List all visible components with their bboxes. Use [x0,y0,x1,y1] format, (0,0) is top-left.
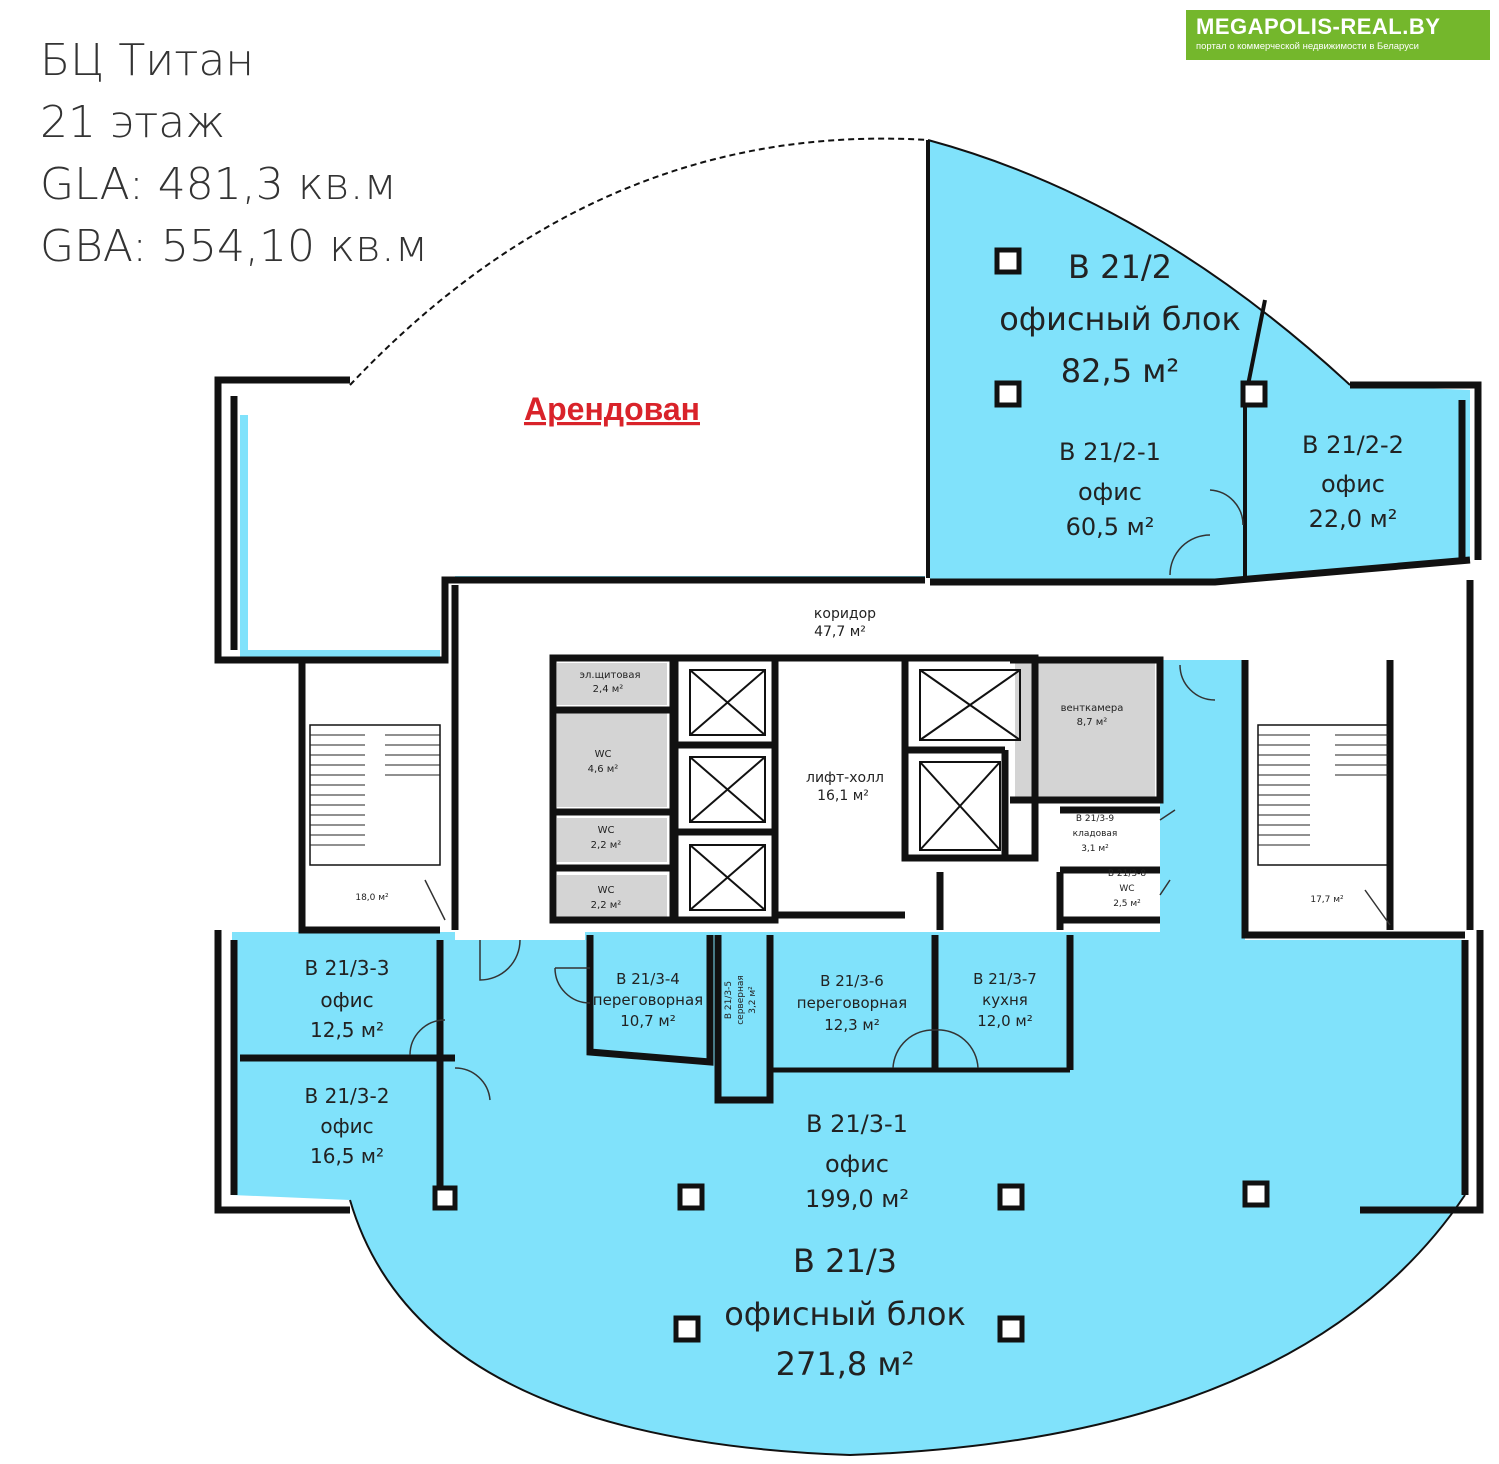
walls [214,137,1484,1457]
lift-hall-area: 16,1 м² [817,788,869,804]
b212-area: 82,5 м² [1061,352,1179,390]
doors [409,489,1391,1101]
elevators [689,669,1021,911]
r2121-area: 60,5 м² [1066,513,1155,541]
gla-area: GLA: 481,3 кв.м [40,159,397,210]
r2134-code: В 21/3-4 [616,970,680,988]
stair-left-area: 18,0 м² [355,893,389,903]
b213-code: В 21/3 [793,1242,897,1280]
wc2-area: 2,2 м² [591,840,622,851]
r2133-type: офис [320,988,373,1012]
r2137-area: 12,0 м² [977,1012,1033,1030]
r2134-type: переговорная [593,991,703,1009]
r2121-type: офис [1078,478,1142,506]
r2139-code: В 21/3-9 [1076,814,1114,824]
corridor-name: коридор [814,606,876,622]
r2139-type: кладовая [1073,829,1118,839]
block-b21-2-fill[interactable] [928,140,1470,580]
floor-info: БЦ Титан 21 этаж GLA: 481,3 кв.м GBA: 55… [40,30,428,278]
megapolis-logo[interactable]: MEGAPOLIS-REAL.BY портал о коммерческой … [1186,10,1490,60]
r2132-code: В 21/3-2 [305,1084,390,1108]
r2132-area: 16,5 м² [310,1144,384,1168]
r2138-area: 2,5 м² [1113,899,1141,909]
block-b21-3-fill[interactable] [232,932,1465,1455]
b213-area: 271,8 м² [776,1345,915,1383]
r2138-code: В 21/3-8 [1108,869,1146,879]
wc1-name: WC [595,749,612,760]
logo-subtitle: портал о коммерческой недвижимости в Бел… [1196,41,1419,52]
r2132-type: офис [320,1114,373,1138]
r2136-area: 12,3 м² [824,1016,880,1034]
ventilation-name: венткамера [1061,703,1124,714]
stair-treads [310,734,1388,846]
b212-code: В 21/2 [1068,248,1172,286]
r2135-area: 3,2 м² [748,986,758,1014]
corridor-area: 47,7 м² [814,624,866,640]
r2135-code: В 21/3-5 [724,981,734,1019]
wc3-name: WC [598,885,615,896]
ventilation-area: 8,7 м² [1077,717,1108,728]
r2122-area: 22,0 м² [1309,505,1398,533]
r2138-type: WC [1119,884,1134,894]
b212-type: офисный блок [999,300,1241,338]
electrical-area: 2,4 м² [593,684,624,695]
lift-hall-name: лифт-холл [806,770,884,786]
r2133-code: В 21/3-3 [305,956,390,980]
r2122-type: офис [1321,470,1385,498]
r2121-code: В 21/2-1 [1059,438,1161,466]
r2133-area: 12,5 м² [310,1018,384,1042]
stair-right-area: 17,7 м² [1310,895,1344,905]
r2137-type: кухня [982,991,1028,1009]
wc2-name: WC [598,825,615,836]
r2137-code: В 21/3-7 [973,970,1037,988]
b213-type: офисный блок [724,1295,966,1333]
building-name: БЦ Титан [40,35,255,86]
wc1-area: 4,6 м² [588,764,619,775]
wc3-area: 2,2 м² [591,900,622,911]
r2139-area: 3,1 м² [1081,844,1109,854]
r2122-code: В 21/2-2 [1302,431,1404,459]
columns [432,247,1270,1343]
r2135-type: серверная [736,975,746,1025]
electrical-name: эл.щитовая [580,670,641,681]
floor-number: 21 этаж [40,97,226,148]
r2134-area: 10,7 м² [620,1012,676,1030]
r2136-type: переговорная [797,994,907,1012]
r2131-type: офис [825,1150,889,1178]
block-b21-3-corridor [1160,660,1245,932]
rented-label: Арендован [524,391,700,427]
r2136-code: В 21/3-6 [820,972,884,990]
gba-area: GBA: 554,10 кв.м [40,221,429,272]
r2131-code: В 21/3-1 [806,1110,908,1138]
logo-title: MEGAPOLIS-REAL.BY [1196,14,1441,39]
r2131-area: 199,0 м² [805,1185,909,1213]
